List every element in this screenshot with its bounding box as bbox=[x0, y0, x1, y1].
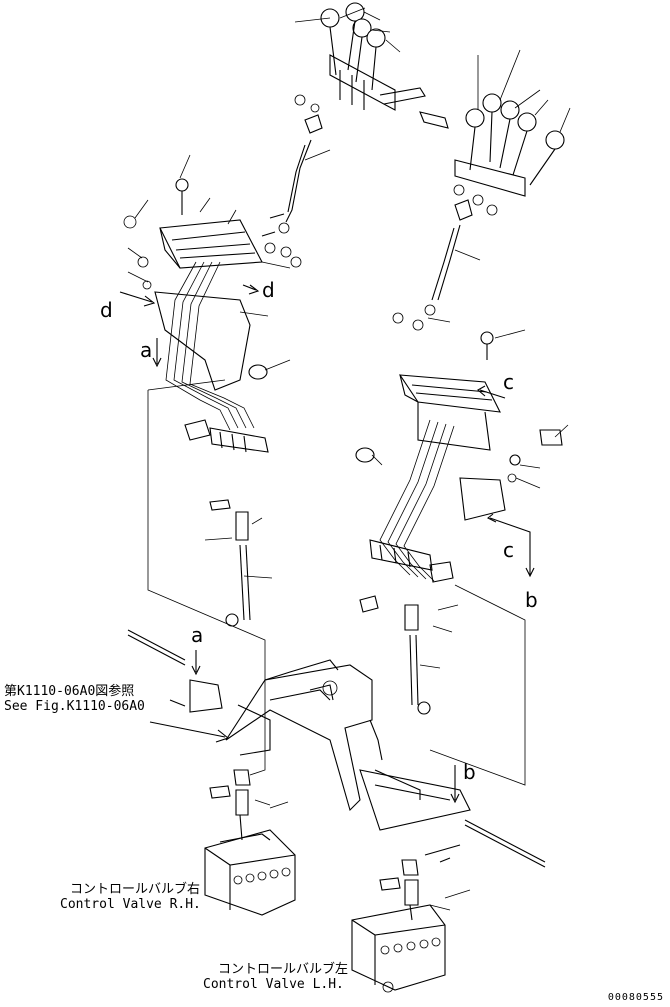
control-valve-rh-label-en: Control Valve R.H. bbox=[60, 897, 201, 912]
control-valve-lh bbox=[351, 904, 446, 993]
callout-b-lower: b bbox=[463, 760, 476, 784]
rod-upper-left bbox=[278, 139, 331, 234]
callout-d-left: d bbox=[100, 298, 113, 322]
control-valve-rh-label-ja: コントロールバルブ右 bbox=[70, 882, 201, 897]
cable-bundle-right bbox=[379, 419, 455, 582]
figure-reference-ja: 第K1110-06A0図参照 bbox=[4, 684, 135, 699]
callout-a-upper: a bbox=[140, 338, 153, 362]
lower-linkage-left bbox=[209, 769, 289, 841]
cable-bundle-left bbox=[165, 261, 255, 431]
part-number: 00080555 bbox=[607, 992, 664, 1003]
callout-arrows bbox=[119, 284, 535, 804]
callout-c-lower: c bbox=[503, 538, 514, 562]
console-left bbox=[123, 154, 302, 391]
pilot-block-right bbox=[359, 539, 459, 715]
callout-b-upper: b bbox=[525, 588, 538, 612]
lever-group-right-top bbox=[419, 49, 571, 221]
control-valve-rh bbox=[204, 829, 296, 916]
rod-upper-right bbox=[392, 224, 481, 331]
callout-d-right: d bbox=[262, 278, 275, 302]
callout-c-upper: c bbox=[503, 370, 514, 394]
connection-outline-right bbox=[429, 584, 526, 786]
control-valve-lh-label-en: Control Valve L.H. bbox=[203, 977, 344, 992]
callout-a-lower: a bbox=[191, 623, 204, 647]
center-frame bbox=[225, 659, 421, 812]
console-right bbox=[355, 329, 569, 521]
control-valve-lh-label-ja: コントロールバルブ左 bbox=[218, 962, 349, 977]
lever-group-left-top bbox=[294, 2, 426, 134]
figure-ref-arrow bbox=[149, 721, 230, 743]
pilot-block-left bbox=[184, 419, 273, 627]
figure-reference-en: See Fig.K1110-06A0 bbox=[4, 699, 145, 714]
lower-linkage-right bbox=[379, 859, 471, 921]
mount-right bbox=[359, 769, 546, 868]
connection-outline-left bbox=[147, 379, 266, 776]
mount-left bbox=[127, 629, 223, 713]
